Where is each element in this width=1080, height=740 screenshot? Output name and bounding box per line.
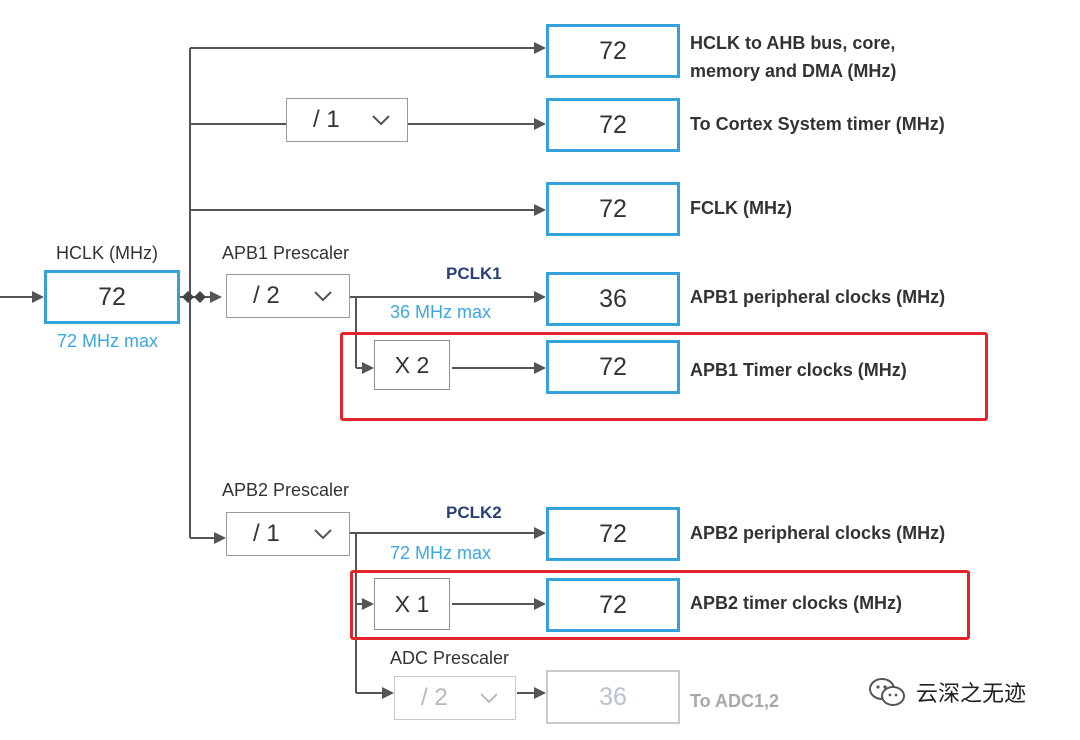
apb2-peripheral-clock-label: APB2 peripheral clocks (MHz)	[690, 523, 946, 543]
pclk1-label: PCLK1	[446, 264, 502, 283]
watermark-text: 云深之无迹	[916, 681, 1027, 706]
apb1-prescaler-label: APB1 Prescaler	[222, 243, 350, 263]
apb2-prescaler-select[interactable]: / 1	[226, 512, 350, 556]
ahb-clock-value[interactable]: 72	[546, 24, 680, 78]
cortex-timer-value[interactable]: 72	[546, 98, 680, 152]
cortex-timer-label: To Cortex System timer (MHz)	[690, 114, 945, 134]
chevron-down-icon	[314, 529, 332, 540]
adc-prescaler-value: / 2	[421, 684, 448, 711]
hclk-max-note: 72 MHz max	[57, 331, 159, 351]
apb2-timer-multiplier: X 1	[374, 578, 450, 630]
apb2-timer-clock-value[interactable]: 72	[546, 578, 680, 632]
hclk-value-field[interactable]: 72	[44, 270, 180, 324]
apb2-prescaler-value: / 1	[253, 520, 280, 547]
chevron-down-icon	[480, 693, 498, 704]
apb2-peripheral-clock-value[interactable]: 72	[546, 507, 680, 561]
watermark: 云深之无迹	[868, 676, 1026, 708]
adc-clock-label: To ADC1,2	[690, 691, 780, 711]
adc-prescaler-label: ADC Prescaler	[390, 648, 510, 668]
fclk-label: FCLK (MHz)	[690, 198, 792, 218]
apb1-prescaler-value: / 2	[253, 282, 280, 309]
apb1-peripheral-clock-value[interactable]: 36	[546, 272, 680, 326]
adc-prescaler-select[interactable]: / 2	[394, 676, 516, 720]
cortex-timer-divider-select[interactable]: / 1	[286, 98, 408, 142]
adc-clock-value[interactable]: 36	[546, 670, 680, 724]
chevron-down-icon	[314, 291, 332, 302]
apb1-timer-multiplier: X 2	[374, 340, 450, 390]
apb1-prescaler-select[interactable]: / 2	[226, 274, 350, 318]
apb1-peripheral-clock-label: APB1 peripheral clocks (MHz)	[690, 287, 946, 307]
fclk-value[interactable]: 72	[546, 182, 680, 236]
apb2-max-note: 72 MHz max	[390, 543, 492, 563]
pclk2-label: PCLK2	[446, 503, 502, 522]
apb2-timer-highlight-box	[350, 570, 970, 640]
ahb-clock-label-line2: memory and DMA (MHz)	[690, 61, 897, 81]
cortex-timer-divider-value: / 1	[313, 106, 340, 133]
apb1-max-note: 36 MHz max	[390, 302, 492, 322]
hclk-label: HCLK (MHz)	[56, 243, 158, 263]
ahb-clock-label-line1: HCLK to AHB bus, core,	[690, 33, 896, 53]
apb1-timer-clock-label: APB1 Timer clocks (MHz)	[690, 360, 907, 380]
apb1-timer-highlight-box	[340, 332, 988, 421]
apb1-timer-clock-value[interactable]: 72	[546, 340, 680, 394]
chevron-down-icon	[372, 115, 390, 126]
wechat-icon	[869, 678, 905, 706]
apb2-timer-clock-label: APB2 timer clocks (MHz)	[690, 593, 903, 613]
apb2-prescaler-label: APB2 Prescaler	[222, 480, 350, 500]
